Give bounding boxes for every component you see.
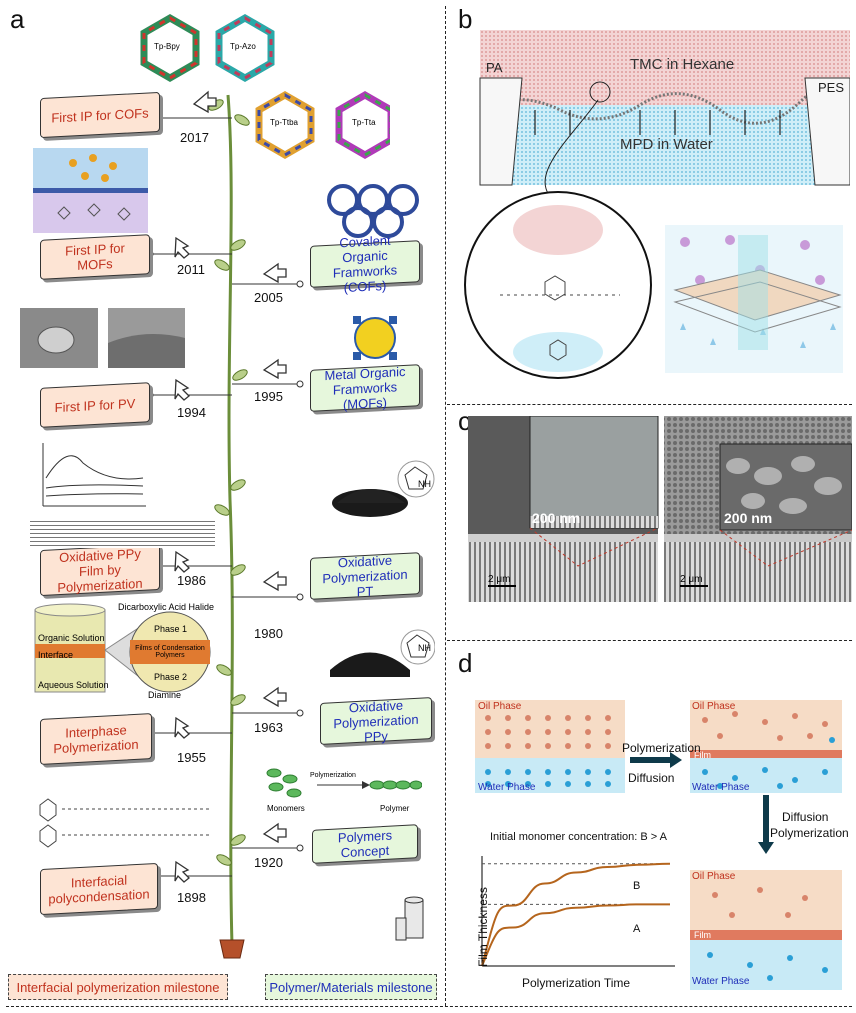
- pa-label: PA: [486, 60, 503, 75]
- cof-label-tp-azo: Tp-Azo: [230, 42, 256, 51]
- year-1920: 1920: [254, 855, 283, 870]
- arrow1-bottom-label: Diffusion: [628, 771, 675, 785]
- panel-label-d: d: [458, 648, 473, 678]
- milestone-mofs: Metal Organic Framworks (MOFs): [310, 363, 420, 412]
- curve-a-label: A: [633, 923, 641, 935]
- polymer-label: Polymer: [380, 804, 410, 813]
- divider-c-d: [447, 640, 852, 641]
- year-1986: 1986: [177, 573, 206, 588]
- milestone-polymers-concept: Polymers Concept: [312, 824, 418, 864]
- cof-structures: [140, 13, 390, 160]
- scale-main-left: 2 μm: [488, 574, 511, 585]
- scale-inset-left: 200 nm: [532, 510, 581, 526]
- curve-b-label: B: [633, 880, 641, 892]
- arrow2-bottom-label: Polymerization: [770, 826, 849, 840]
- scale-main-right: 2 μm: [680, 574, 703, 585]
- interphase-organic-label: Organic Solution: [38, 633, 105, 643]
- pt-nh-label: NH: [418, 479, 431, 489]
- milestone-cofs: Covalent Organic Framworks (COFs): [310, 233, 420, 295]
- cof-label-tp-bpy: Tp-Bpy: [154, 42, 180, 51]
- year-1898: 1898: [177, 890, 206, 905]
- interphase-bottom-label: Diamine: [148, 690, 182, 700]
- panel-label-a: a: [10, 4, 25, 34]
- pv-sem-images: [20, 308, 185, 368]
- timeline-svg: [146, 90, 424, 959]
- milestone-oxidative-ppy-film: Oxidative PPy Film by Polymerization: [40, 543, 160, 597]
- water-phase-label-3: Water Phase: [692, 976, 750, 987]
- cof-label-tp-ttba: Tp-Ttba: [270, 118, 299, 127]
- oil-phase-label-2: Oil Phase: [692, 701, 736, 712]
- mof-structure: [353, 316, 397, 360]
- year-1955: 1955: [177, 750, 206, 765]
- ppy-powder: [330, 629, 435, 677]
- chart-title: Initial monomer concentration: B > A: [490, 831, 668, 843]
- interphase-aqueous-label: Aqueous Solution: [38, 680, 109, 690]
- bottom-divider: [6, 1006, 852, 1007]
- panel-c-sem: [468, 416, 852, 602]
- mpd-label: MPD in Water: [620, 136, 713, 153]
- water-phase-label-1: Water Phase: [478, 782, 536, 793]
- interphase-film-label: Films of Condensation Polymers: [135, 645, 205, 659]
- polymer-concept-figure: [266, 768, 422, 798]
- year-1995: 1995: [254, 389, 283, 404]
- curve-b: [481, 862, 671, 967]
- scale-inset-right: 200 nm: [724, 510, 773, 526]
- arrow1-top-label: Polymerization: [622, 741, 701, 755]
- panel-b-illustration: [464, 30, 850, 379]
- film-label-2: Film: [694, 750, 711, 760]
- monomers-label: Monomers: [267, 804, 305, 813]
- figure-caption-text: [30, 518, 215, 548]
- film-label-3: Film: [694, 930, 711, 940]
- milestone-first-ip-pv: First IP for PV: [40, 382, 150, 428]
- interphase-phase2-label: Phase 2: [154, 672, 188, 682]
- panel-d-diagram: [475, 700, 842, 990]
- panel-label-b: b: [458, 4, 473, 34]
- year-1994: 1994: [177, 405, 206, 420]
- interphase-interface-label: Interface: [38, 650, 74, 660]
- oil-phase-label-3: Oil Phase: [692, 871, 736, 882]
- tmc-label: TMC in Hexane: [630, 56, 735, 73]
- water-phase-label-2: Water Phase: [692, 782, 750, 793]
- oil-phase-label-1: Oil Phase: [478, 701, 522, 712]
- milestone-first-ip-mofs: First IP for MOFs: [40, 234, 150, 280]
- milestone-oxidative-ppy: Oxidative Polymerization PPy: [320, 697, 432, 745]
- year-2017: 2017: [180, 130, 209, 145]
- vertical-divider: [445, 6, 446, 1006]
- polymerization-arrow-label: Polymerization: [310, 772, 356, 779]
- pes-label: PES: [818, 80, 845, 95]
- legend-interfacial-milestone: Interfacial polymerization milestone: [8, 974, 228, 1000]
- year-1980: 1980: [254, 626, 283, 641]
- legend-polymer-milestone: Polymer/Materials milestone: [265, 974, 437, 1000]
- milestone-interphase-polymerization: Interphase Polymerization: [40, 713, 152, 765]
- year-2011: 2011: [177, 262, 205, 277]
- year-1963: 1963: [254, 720, 283, 735]
- panel-label-c: c: [458, 406, 471, 436]
- interphase-phase1-label: Phase 1: [154, 624, 188, 634]
- ppy-nh-label: NH: [418, 643, 431, 653]
- chart-xlabel: Polymerization Time: [522, 976, 631, 990]
- chemistry-equations: [39, 798, 210, 848]
- divider-b-c: [447, 404, 852, 405]
- arrow2-top-label: Diffusion: [782, 810, 829, 824]
- curve-a: [481, 903, 670, 967]
- interphase-top-label: Dicarboxylic Acid Halide: [118, 602, 215, 612]
- chart-ylabel: Film Thickness: [476, 887, 490, 967]
- mof-ip-illustration: [33, 148, 148, 233]
- year-2005: 2005: [254, 290, 283, 305]
- uv-vis-spectrum: [42, 443, 146, 507]
- interphase-figure: [34, 603, 211, 693]
- cof-label-tp-tta: Tp-Tta: [352, 118, 376, 127]
- milestone-interfacial-polycondensation: Interfacial polycondensation: [40, 862, 158, 916]
- pt-powder: [332, 460, 435, 517]
- cof-lattice: [327, 184, 419, 238]
- film-thickness-chart: [481, 856, 675, 967]
- milestone-oxidative-pt: Oxidative Polymerization PT: [310, 552, 420, 600]
